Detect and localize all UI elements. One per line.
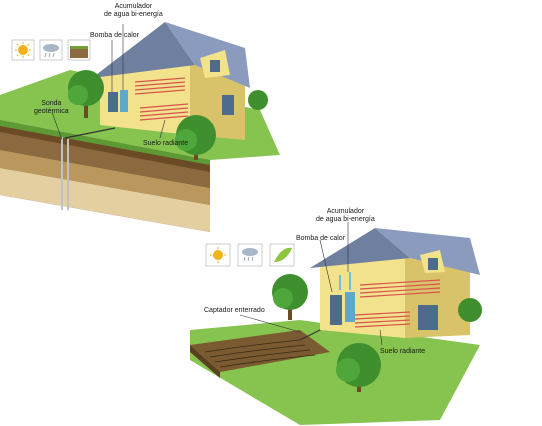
sun-icon xyxy=(11,39,35,61)
bottom-label-accumulator-line1: Acumulador xyxy=(326,208,365,215)
bottom-label-collector: Captador enterrado xyxy=(204,307,265,314)
diagram-top xyxy=(0,22,280,232)
top-label-probe: Sonda geotérmica xyxy=(34,100,69,116)
rain-cloud-icon xyxy=(237,243,263,267)
bottom-label-heat-pump: Bomba de calor xyxy=(296,235,346,242)
bottom-label-floor: Suelo radiante xyxy=(380,348,426,355)
top-label-accumulator-line2: de agua bi-energía xyxy=(104,11,163,18)
bottom-icon-boxes xyxy=(205,243,295,267)
bottom-collector-coils xyxy=(204,339,316,368)
soil-icon xyxy=(67,39,91,61)
bottom-leader-lines xyxy=(239,222,383,346)
top-label-accumulator: Acumulador de agua bi-energía xyxy=(104,3,163,19)
top-label-probe-line1: Sonda xyxy=(41,100,62,107)
bottom-ground xyxy=(190,320,480,425)
sun-icon xyxy=(205,243,231,267)
rain-cloud-icon xyxy=(39,39,63,61)
bottom-house xyxy=(310,228,480,338)
top-icon-boxes xyxy=(11,39,91,61)
top-leader-lines xyxy=(51,24,166,141)
top-label-probe-line2: geotérmica xyxy=(34,108,69,115)
bottom-label-accumulator: Acumulador de agua bi-energía xyxy=(316,208,375,224)
top-label-floor: Suelo radiante xyxy=(143,140,189,147)
top-label-heat-pump: Bomba de calor xyxy=(90,32,140,39)
bottom-label-accumulator-line2: de agua bi-energía xyxy=(316,216,375,223)
top-house xyxy=(92,22,250,140)
leaf-icon xyxy=(269,243,295,267)
bottom-trees xyxy=(272,274,482,392)
top-probe-pipe xyxy=(61,127,116,210)
diagram-bottom xyxy=(190,222,482,425)
top-trees xyxy=(68,70,268,160)
top-label-accumulator-line1: Acumulador xyxy=(114,3,153,10)
bottom-floor-heating xyxy=(354,279,441,328)
top-floor-heating xyxy=(134,77,189,121)
